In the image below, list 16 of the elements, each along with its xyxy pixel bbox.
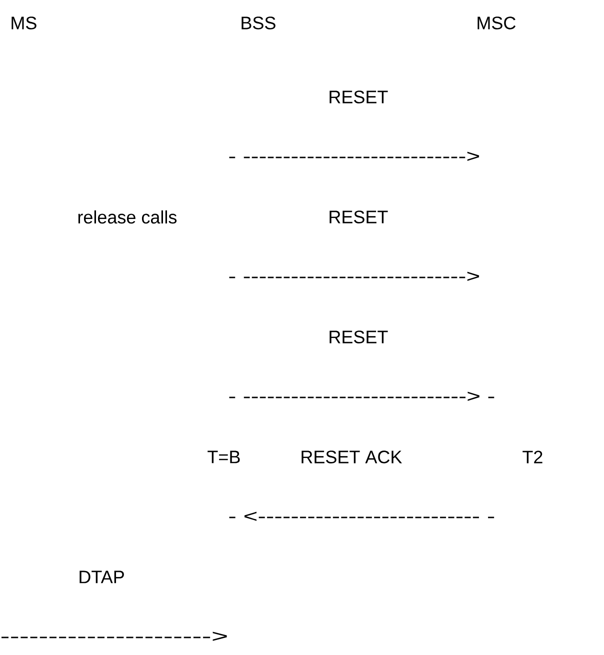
message-label: RESET xyxy=(330,90,388,104)
column-header: BSS xyxy=(242,16,276,30)
text-arrow: - ----------------------------> - xyxy=(229,392,494,401)
message-label: RESET ACK xyxy=(302,450,402,464)
message-label: RESET xyxy=(330,330,388,344)
timer-label: T=B xyxy=(208,450,240,464)
text-arrow: - <--------------------------- - xyxy=(229,512,494,521)
column-header: MS xyxy=(12,16,36,30)
note-text: release calls xyxy=(78,210,177,224)
timer-label: T2 xyxy=(522,450,542,464)
column-header: MSC xyxy=(478,16,516,30)
text-arrow: - ----------------------------> xyxy=(229,152,480,161)
text-arrow: - ----------------------------> xyxy=(229,272,480,281)
message-label: RESET xyxy=(330,210,388,224)
note-text: DTAP xyxy=(80,570,124,584)
text-arrow: ----------------------> xyxy=(1,632,227,641)
